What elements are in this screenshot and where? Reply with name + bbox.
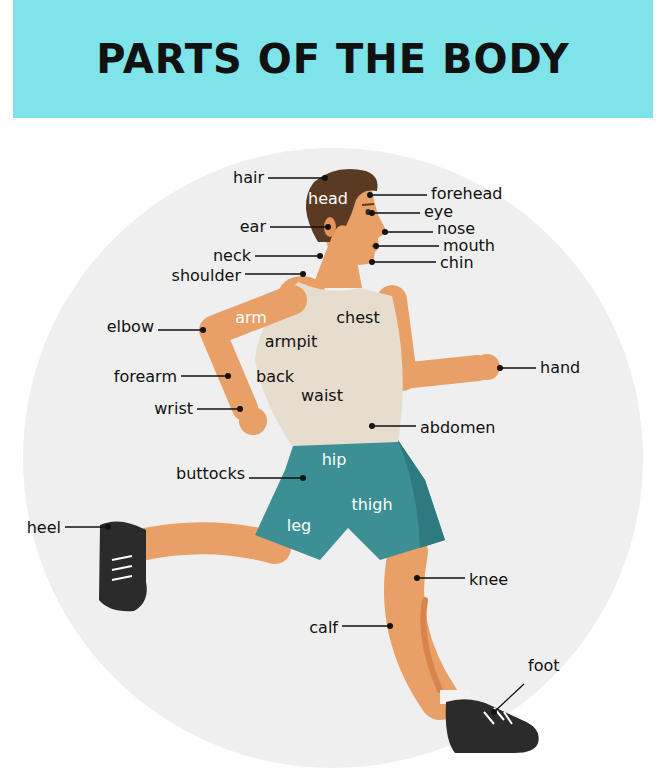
far-fist [474, 354, 500, 380]
leader-dot [225, 373, 231, 379]
ear [324, 217, 336, 237]
leader-dot [369, 259, 375, 265]
leader-dot [200, 327, 206, 333]
leader-line [494, 684, 524, 712]
near-forearm [212, 330, 245, 408]
part-label: back [256, 367, 294, 387]
leader-line [372, 425, 416, 426]
leader-dot [325, 224, 331, 230]
shorts [255, 440, 445, 560]
shoe-laces [112, 556, 132, 580]
leader-line [197, 408, 240, 409]
leader-dot [497, 365, 503, 371]
leader-line [372, 261, 436, 262]
part-label: hip [322, 450, 347, 470]
part-label: armpit [265, 332, 318, 352]
part-label: thigh [351, 495, 392, 515]
part-label: forearm [114, 367, 177, 387]
leader-line [500, 367, 536, 368]
leader-dot [373, 243, 379, 249]
title-banner [13, 0, 653, 118]
part-label: buttocks [176, 464, 245, 484]
part-label: arm [235, 308, 267, 328]
leader-line [181, 375, 228, 376]
part-label: calf [309, 618, 338, 638]
leader-line [255, 255, 320, 256]
leader-line [417, 577, 465, 578]
front-shin [404, 552, 440, 700]
title-text: PARTS OF THE BODY [13, 0, 653, 118]
leader-line [245, 273, 303, 274]
near-upper-arm [215, 300, 292, 330]
leader-dot [322, 175, 328, 181]
leader-dot [300, 271, 306, 277]
part-label: foot [528, 656, 559, 676]
leader-line [65, 526, 108, 527]
shoe-laces [484, 708, 512, 724]
part-label: abdomen [420, 418, 495, 438]
front-shoe [446, 699, 539, 753]
part-label: elbow [107, 317, 154, 337]
leader-line [158, 329, 203, 330]
eyebrow [362, 204, 374, 205]
part-label: hair [233, 168, 264, 188]
part-label: head [308, 189, 348, 209]
part-label: neck [213, 246, 251, 266]
part-label: wrist [154, 399, 193, 419]
part-label: forehead [431, 184, 502, 204]
leader-dot [300, 475, 306, 481]
hair [306, 169, 378, 242]
part-label: knee [469, 570, 508, 590]
leader-dots [105, 175, 503, 715]
part-label: waist [301, 386, 343, 406]
part-label: chest [336, 308, 379, 328]
leader-dot [491, 709, 497, 715]
part-label: chin [440, 253, 474, 273]
leader-dot [367, 192, 373, 198]
shin-shade [423, 600, 440, 690]
background-circle [23, 148, 643, 768]
leader-line [249, 477, 303, 478]
shorts-shade [398, 440, 445, 548]
part-label: ear [240, 217, 266, 237]
leader-line [370, 194, 427, 195]
leader-lines [65, 178, 536, 712]
leader-line [372, 212, 420, 213]
leader-dot [369, 423, 375, 429]
leader-line [385, 231, 433, 232]
leader-dot [105, 524, 111, 530]
back-shoe [99, 521, 147, 611]
leader-dot [237, 406, 243, 412]
leader-dot [317, 253, 323, 259]
near-fist [239, 407, 267, 435]
leader-line [376, 245, 439, 246]
part-label: heel [27, 518, 61, 538]
leader-dot [387, 623, 393, 629]
leader-line [270, 226, 328, 227]
leader-dot [369, 210, 375, 216]
back-shin [140, 538, 275, 548]
far-forearm [402, 368, 478, 376]
leader-dot [382, 229, 388, 235]
leader-line [342, 625, 390, 626]
part-label: hand [540, 358, 580, 378]
leader-line [268, 177, 325, 178]
leader-dot [414, 575, 420, 581]
part-label: leg [287, 516, 311, 536]
part-label: shoulder [172, 266, 241, 286]
